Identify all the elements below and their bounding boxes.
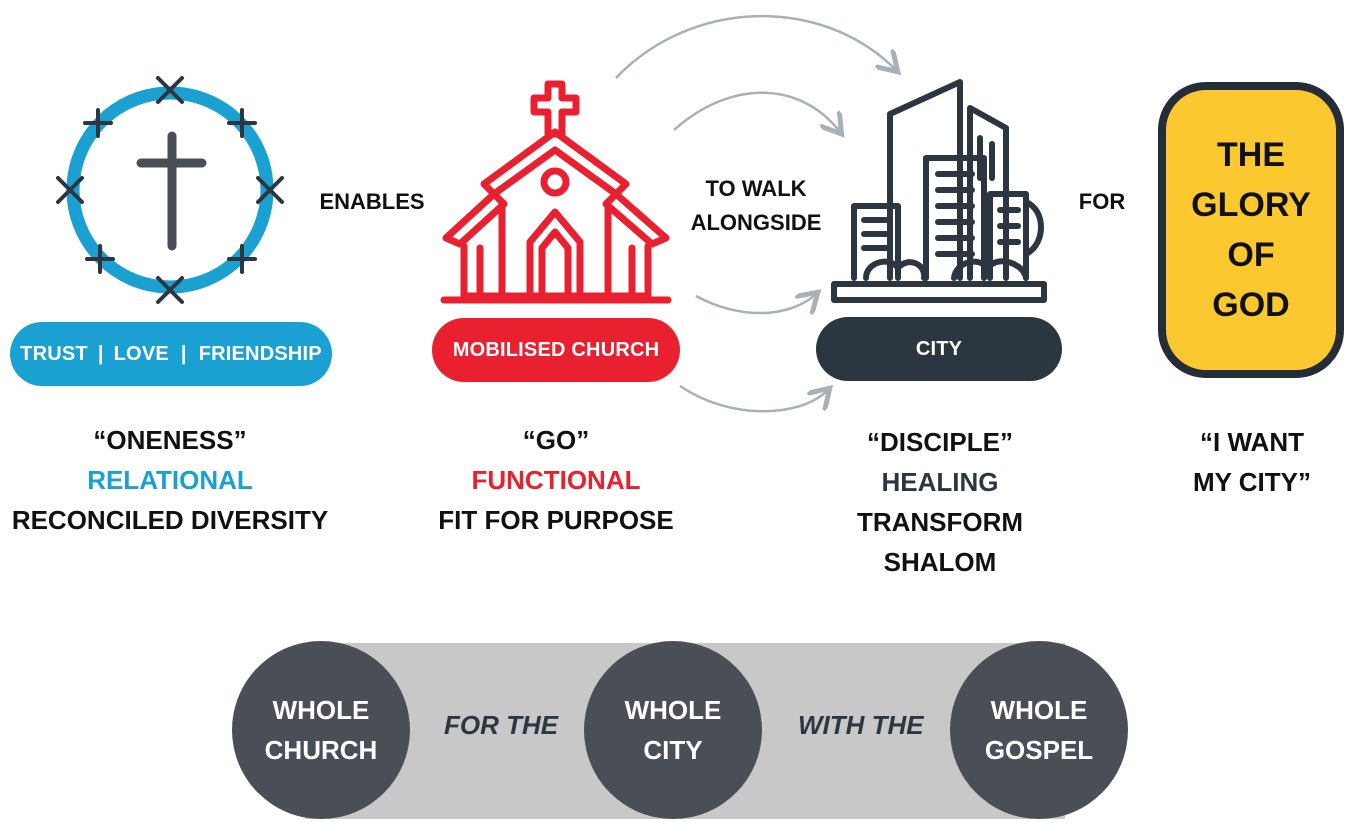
- i-want-column: “I WANT MY CITY”: [1152, 422, 1352, 502]
- go-quote: “GO”: [522, 425, 590, 455]
- pill-trust: TRUST: [20, 342, 88, 365]
- oneness-column: “ONENESS” RELATIONAL RECONCILED DIVERSIT…: [0, 420, 340, 540]
- whole-city-line-1: WHOLE: [624, 695, 722, 725]
- glory-of-god-box: THE GLORY OF GOD: [1158, 82, 1344, 378]
- whole-church-line-2: CHURCH: [264, 735, 378, 765]
- whole-church-circle: WHOLE CHURCH: [232, 641, 410, 819]
- whole-gospel-line-2: GOSPEL: [984, 735, 1094, 765]
- whole-church-line-1: WHOLE: [272, 695, 370, 725]
- glory-line-3: OF: [1227, 236, 1275, 274]
- walk-line-1: TO WALK: [705, 176, 807, 201]
- with-the-text: WITH THE: [798, 710, 924, 740]
- disciple-column: “DISCIPLE” HEALING TRANSFORM SHALOM: [800, 422, 1080, 582]
- i-want-line-1: “I WANT: [1200, 427, 1304, 457]
- trust-love-friendship-pill: TRUST | LOVE | FRIENDSHIP: [10, 322, 332, 386]
- whole-gospel-line-1: WHOLE: [990, 695, 1088, 725]
- whole-city-circle: WHOLE CITY: [584, 641, 762, 819]
- whole-city-line-2: CITY: [643, 735, 703, 765]
- pill-friendship: FRIENDSHIP: [198, 342, 322, 365]
- pill-divider: |: [97, 342, 104, 365]
- glory-line-2: GLORY: [1191, 186, 1311, 224]
- pill-divider: |: [180, 342, 187, 365]
- enables-label: ENABLES: [319, 189, 425, 214]
- arrows-group: [615, 14, 920, 413]
- city-pill: CITY: [816, 317, 1062, 381]
- walk-line-2: ALONGSIDE: [690, 210, 822, 235]
- healing-keyword: HEALING: [881, 467, 999, 497]
- pill-love: LOVE: [113, 342, 169, 365]
- disciple-quote: “DISCIPLE”: [867, 427, 1013, 457]
- arrow-top-inner: [673, 91, 840, 132]
- for-label: FOR: [1078, 189, 1126, 214]
- mobilised-church-pill: MOBILISED CHURCH: [432, 318, 680, 382]
- arrow-bottom-outer: [679, 386, 828, 413]
- arrow-top-outer: [615, 14, 896, 79]
- glory-line-4: GOD: [1212, 286, 1290, 324]
- glory-line-1: THE: [1217, 136, 1285, 174]
- fit-for-purpose-text: FIT FOR PURPOSE: [438, 505, 674, 535]
- reconciled-diversity-text: RECONCILED DIVERSITY: [11, 505, 329, 535]
- transform-text: TRANSFORM: [856, 507, 1024, 537]
- city-skyline-icon: [831, 79, 1047, 303]
- i-want-line-2: MY CITY”: [1193, 467, 1311, 497]
- walk-alongside-label: TO WALK ALONGSIDE: [676, 172, 836, 240]
- arrow-bottom-inner: [695, 294, 816, 313]
- church-icon: [440, 80, 672, 304]
- cross-ring-icon: [56, 76, 284, 304]
- shalom-text: SHALOM: [883, 547, 997, 577]
- for-the-text: FOR THE: [444, 710, 559, 740]
- relational-keyword: RELATIONAL: [87, 465, 253, 495]
- oneness-quote: “ONENESS”: [93, 425, 247, 455]
- go-column: “GO” FUNCTIONAL FIT FOR PURPOSE: [400, 420, 712, 540]
- whole-gospel-circle: WHOLE GOSPEL: [950, 641, 1128, 819]
- functional-keyword: FUNCTIONAL: [471, 465, 641, 495]
